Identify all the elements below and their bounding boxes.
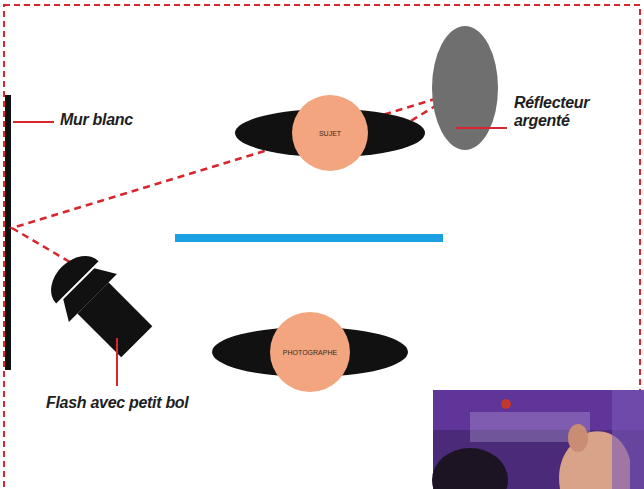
blue-bar (175, 234, 443, 242)
node-label: SUJET (319, 130, 341, 137)
person-circle: SUJET (292, 95, 368, 171)
flash-symbol (38, 243, 161, 366)
light-path (12, 92, 458, 268)
inset-photo (432, 390, 644, 489)
callout-label: Flash avec petit bol (46, 394, 189, 412)
dashed-frame (4, 5, 640, 489)
text-holder: PHOTOGRAPHE (270, 312, 350, 392)
leader-line (116, 338, 118, 386)
leader-line (13, 121, 54, 123)
reflector-shape (432, 26, 498, 150)
callout-label: Réflecteur argenté (514, 94, 639, 131)
wall-bar (5, 95, 11, 370)
leader-line (456, 127, 507, 129)
text-holder: SUJET (292, 95, 368, 171)
callout-label: Mur blanc (60, 111, 133, 129)
node-label: PHOTOGRAPHE (283, 349, 337, 356)
person-circle: PHOTOGRAPHE (270, 312, 350, 392)
